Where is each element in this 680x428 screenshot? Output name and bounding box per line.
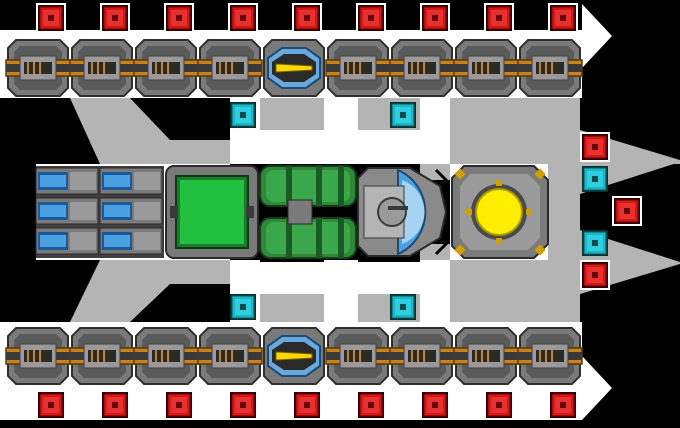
armor-block[interactable] xyxy=(227,2,259,34)
armor-block[interactable] xyxy=(163,389,195,421)
cyan-armor-block[interactable] xyxy=(229,101,257,129)
armor-block[interactable] xyxy=(419,2,451,34)
armor-block[interactable] xyxy=(579,259,611,291)
armor-block[interactable] xyxy=(227,389,259,421)
top-turret-row[interactable] xyxy=(5,39,583,97)
cyan-armor-block[interactable] xyxy=(389,293,417,321)
top-armor-row[interactable] xyxy=(35,2,579,34)
armor-block[interactable] xyxy=(483,389,515,421)
thruster-icon[interactable] xyxy=(35,227,99,255)
cannon-turret[interactable] xyxy=(5,327,71,385)
bridge-cockpit[interactable] xyxy=(357,167,450,257)
armor-block[interactable] xyxy=(35,2,67,34)
thruster-icon[interactable] xyxy=(35,197,99,225)
armor-block[interactable] xyxy=(291,2,323,34)
cannon-turret[interactable] xyxy=(389,327,455,385)
armor-block[interactable] xyxy=(99,389,131,421)
thruster-icon[interactable] xyxy=(99,197,163,225)
reactor-icon[interactable] xyxy=(451,165,549,259)
cannon-turret[interactable] xyxy=(453,327,519,385)
cannon-turret[interactable] xyxy=(197,327,263,385)
bottom-armor-row[interactable] xyxy=(35,389,579,421)
fuel-tanks[interactable] xyxy=(259,165,357,259)
cannon-turret[interactable] xyxy=(389,39,455,97)
thruster-bank[interactable] xyxy=(35,166,164,258)
cannon-turret[interactable] xyxy=(325,327,391,385)
cannon-turret[interactable] xyxy=(69,327,135,385)
armor-block[interactable] xyxy=(611,195,643,227)
armor-block[interactable] xyxy=(35,389,67,421)
cargo-icon[interactable] xyxy=(165,165,259,259)
cannon-turret[interactable] xyxy=(517,327,583,385)
laser-turret[interactable] xyxy=(263,39,325,97)
armor-block[interactable] xyxy=(355,389,387,421)
cannon-turret[interactable] xyxy=(453,39,519,97)
armor-block[interactable] xyxy=(163,2,195,34)
bottom-turret-row[interactable] xyxy=(5,327,583,385)
thruster-icon[interactable] xyxy=(35,167,99,195)
cannon-turret[interactable] xyxy=(325,39,391,97)
cannon-turret[interactable] xyxy=(69,39,135,97)
cannon-turret[interactable] xyxy=(197,39,263,97)
armor-block[interactable] xyxy=(291,389,323,421)
armor-block[interactable] xyxy=(483,2,515,34)
cannon-turret[interactable] xyxy=(133,327,199,385)
armor-block[interactable] xyxy=(99,2,131,34)
cyan-armor-block[interactable] xyxy=(229,293,257,321)
thruster-icon[interactable] xyxy=(99,227,163,255)
cannon-turret[interactable] xyxy=(133,39,199,97)
cockpit-icon[interactable] xyxy=(357,167,450,257)
cyan-armor-block[interactable] xyxy=(389,101,417,129)
cargo-container[interactable] xyxy=(165,165,259,259)
reactor-core[interactable] xyxy=(451,165,549,259)
armor-block[interactable] xyxy=(547,389,579,421)
cyan-armor-block[interactable] xyxy=(581,165,609,193)
armor-block[interactable] xyxy=(547,2,579,34)
armor-block[interactable] xyxy=(579,131,611,163)
laser-turret[interactable] xyxy=(263,327,325,385)
tank-icon[interactable] xyxy=(259,165,357,207)
cannon-turret[interactable] xyxy=(5,39,71,97)
armor-block[interactable] xyxy=(355,2,387,34)
thruster-icon[interactable] xyxy=(99,167,163,195)
armor-block[interactable] xyxy=(419,389,451,421)
cannon-turret[interactable] xyxy=(517,39,583,97)
cyan-armor-block[interactable] xyxy=(581,229,609,257)
tank-icon[interactable] xyxy=(259,217,357,259)
